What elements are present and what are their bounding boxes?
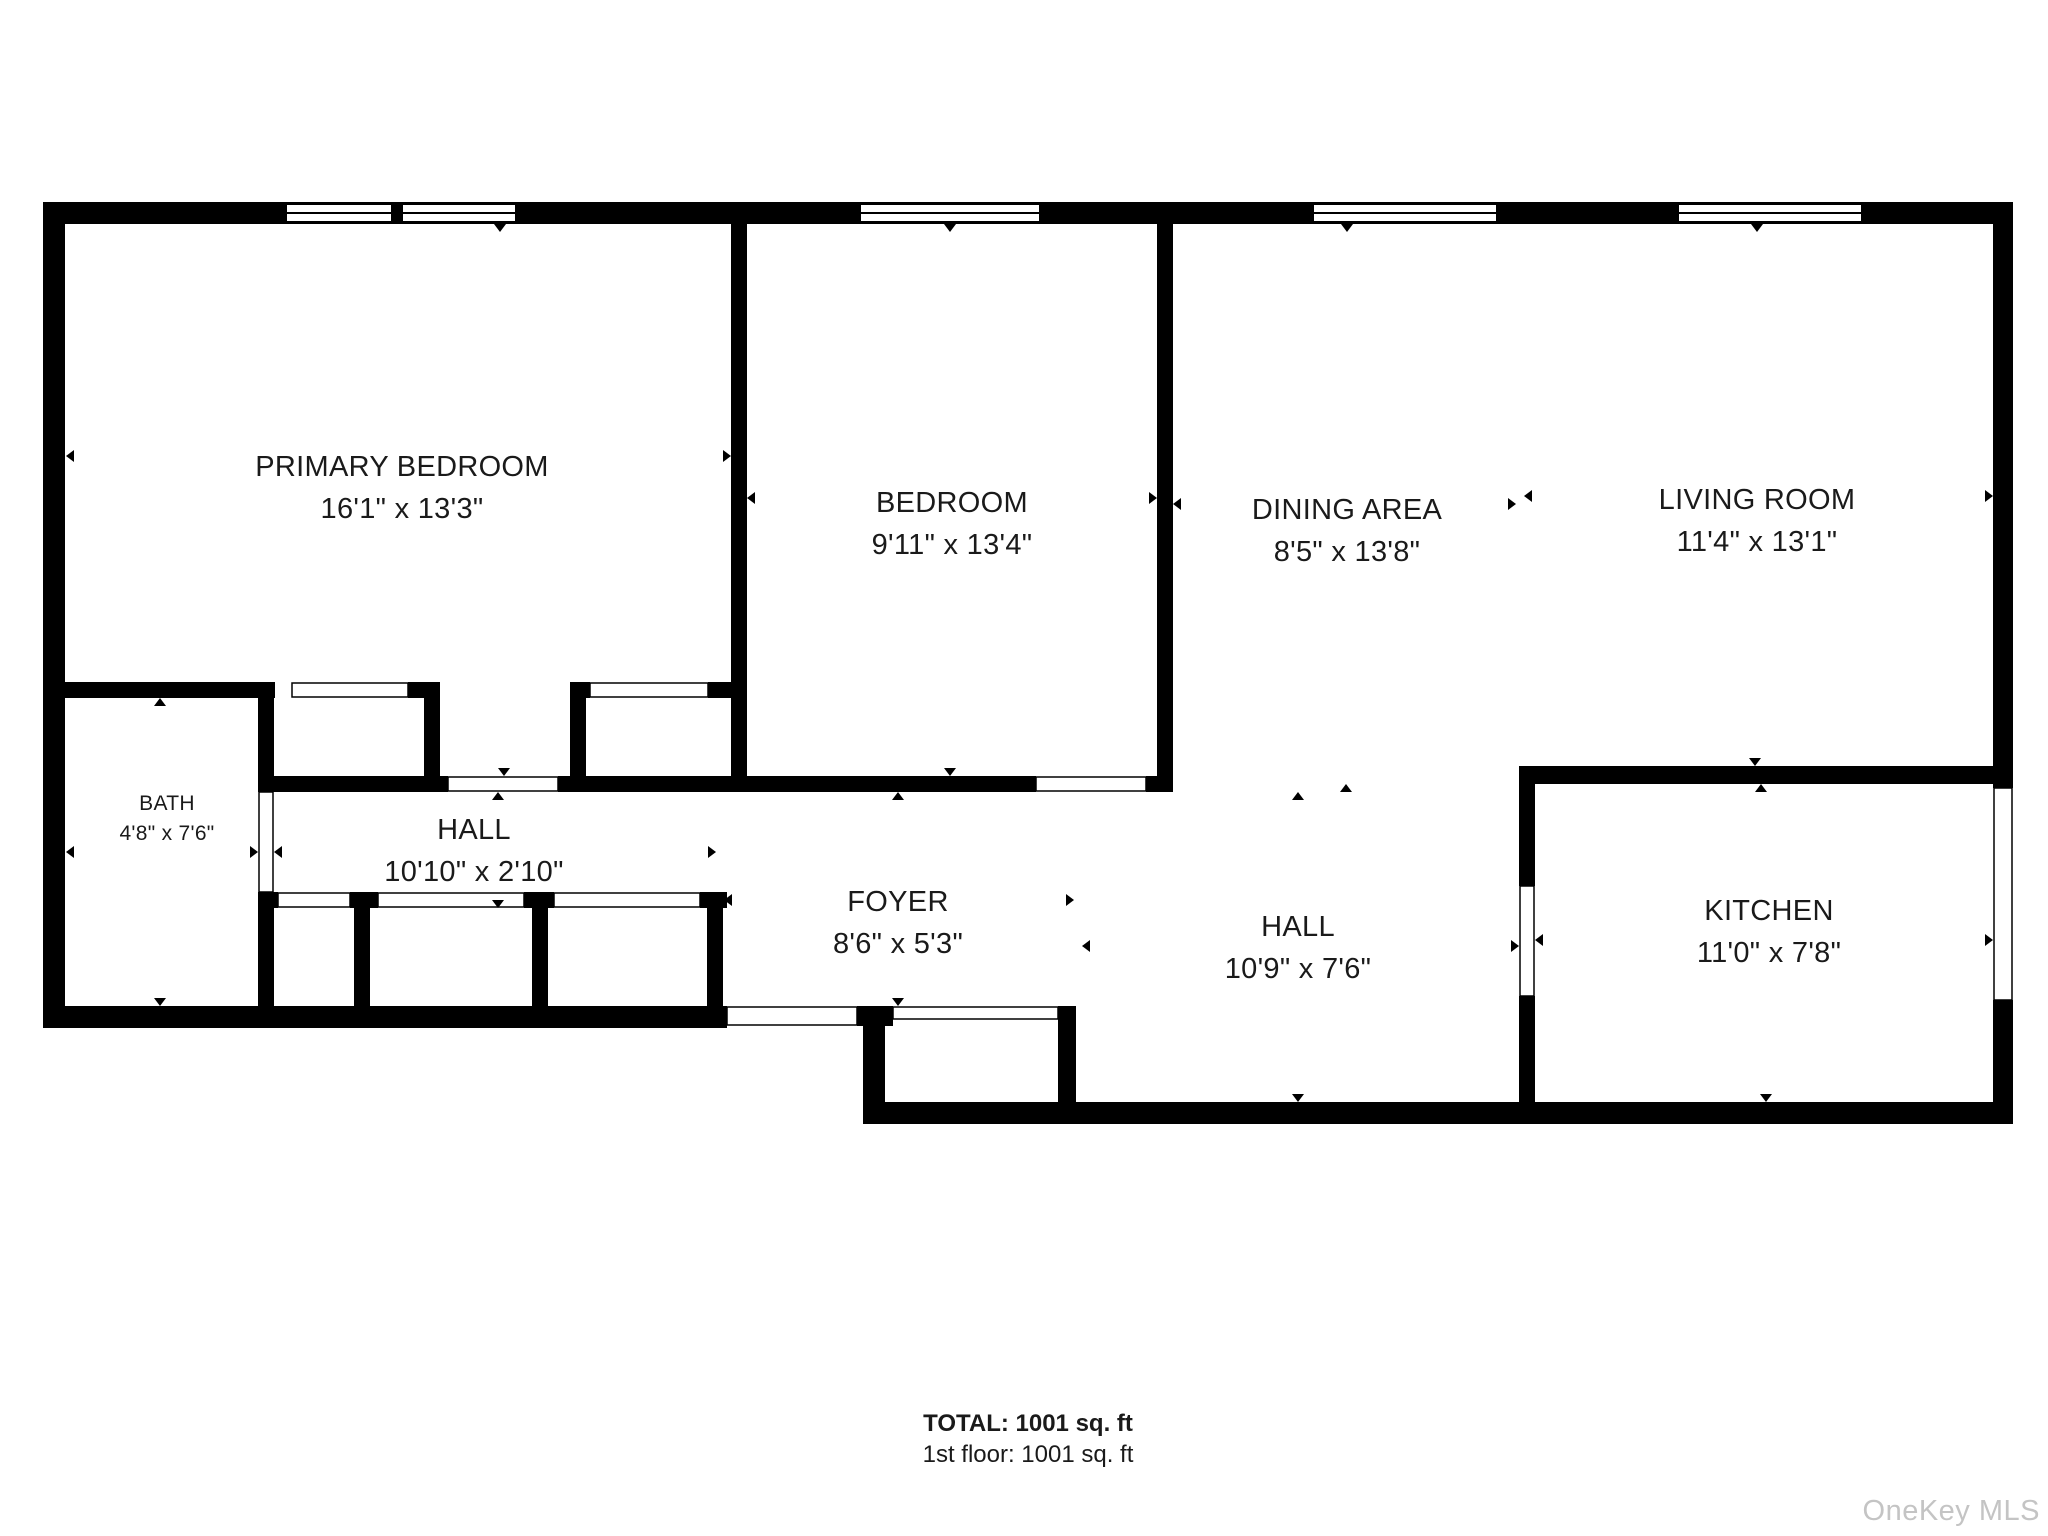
room-dimensions: 10'9" x 7'6" [1224, 953, 1372, 986]
door-openings [258, 682, 2013, 1026]
room-living-room: LIVING ROOM 11'4" x 13'1" [1659, 479, 1856, 563]
room-hall-east: HALL 10'9" x 7'6" [1225, 906, 1372, 990]
watermark: OneKey MLS [1862, 1495, 2040, 1527]
room-dimensions: 11'0" x 7'8" [1696, 937, 1842, 970]
wall-bath-right [258, 682, 274, 792]
room-primary-bedroom: PRIMARY BEDROOM 16'1" x 13'3" [255, 446, 548, 530]
wall-closet3-left [354, 892, 370, 1028]
room-bath: BATH 4'8" x 7'6" [119, 789, 214, 850]
wall-left [43, 202, 65, 1028]
wall-kitchen-left-lower [1519, 996, 1535, 1124]
wall-bath-top [43, 682, 275, 698]
wall-bottom-right [863, 1102, 2013, 1124]
room-name: HALL [1261, 911, 1335, 943]
wall-closet1-right [424, 682, 440, 792]
walls [43, 202, 2013, 1124]
room-name: KITCHEN [1704, 895, 1834, 927]
room-bedroom: BEDROOM 9'11" x 13'4" [872, 482, 1033, 566]
wall-bed-divider [731, 202, 747, 780]
wall-bath-right-lower [258, 892, 274, 1028]
room-dimensions: 4'8" x 7'6" [119, 822, 215, 846]
room-kitchen: KITCHEN 11'0" x 7'8" [1697, 890, 1841, 974]
room-name: FOYER [847, 886, 949, 918]
room-foyer: FOYER 8'6" x 5'3" [833, 881, 963, 965]
room-dimensions: 8'6" x 5'3" [832, 928, 964, 961]
wall-closet-top [857, 1006, 893, 1026]
room-dimensions: 8'5" x 13'8" [1273, 536, 1421, 569]
wall-right-upper [1993, 202, 2013, 788]
room-name: HALL [437, 814, 511, 846]
wall-closet4-right [707, 892, 723, 1028]
total-area: TOTAL: 1001 sq. ft [923, 1410, 1133, 1437]
wall-kitchen-left-upper [1519, 766, 1535, 886]
room-dimensions: 11'4" x 13'1" [1676, 526, 1838, 559]
room-name: DINING AREA [1251, 494, 1443, 526]
windows [285, 203, 1863, 223]
room-name: BEDROOM [876, 487, 1028, 519]
room-name: BATH [139, 792, 195, 815]
dimension-markers [66, 224, 1993, 1102]
floor-area: 1st floor: 1001 sq. ft [922, 1441, 1134, 1469]
wall-closet-left [863, 1006, 885, 1124]
wall-closet4-left [532, 892, 548, 1028]
wall-hall-bottom-a [258, 892, 278, 908]
area-summary: TOTAL: 1001 sq. ft 1st floor: 1001 sq. f… [923, 1408, 1134, 1470]
room-dimensions: 16'1" x 13'3" [320, 493, 484, 526]
wall-closet2-right-top [708, 682, 747, 698]
room-hall-west: HALL 10'10" x 2'10" [384, 809, 563, 893]
wall-kitchen-top [1519, 766, 2013, 784]
wall-hall-top-c [1146, 776, 1173, 792]
wall-bottom-left [43, 1006, 727, 1028]
room-dimensions: 9'11" x 13'4" [871, 529, 1033, 562]
room-name: PRIMARY BEDROOM [255, 451, 549, 483]
room-dining-area: DINING AREA 8'5" x 13'8" [1252, 489, 1442, 573]
wall-closet-right [1058, 1006, 1076, 1124]
wall-closet2-left [570, 682, 586, 792]
wall-hall-top-b [558, 776, 1036, 792]
room-dimensions: 10'10" x 2'10" [384, 856, 564, 889]
wall-hall-top-a [258, 776, 448, 792]
wall-right-lower [1993, 1000, 2013, 1124]
wall-dining-divider [1157, 202, 1173, 788]
room-name: LIVING ROOM [1658, 484, 1856, 516]
